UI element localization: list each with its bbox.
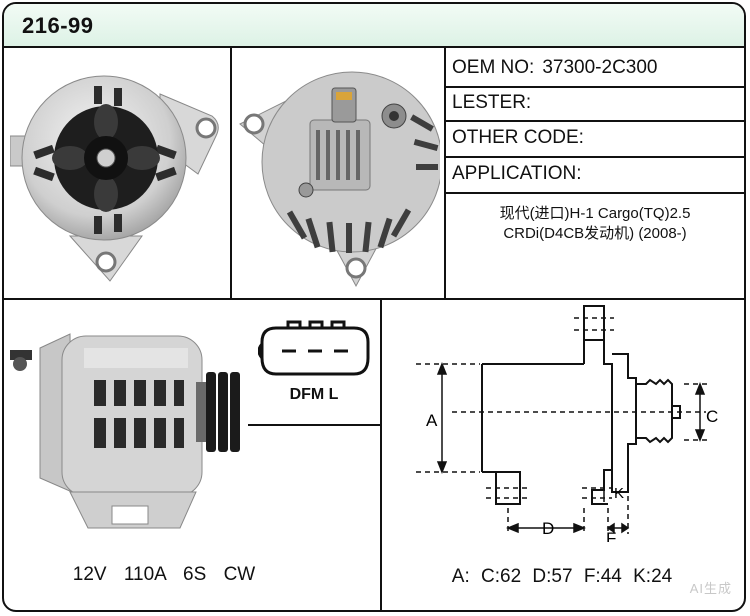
connector-box: DFM L: [248, 300, 382, 426]
lester-field: LESTER:: [452, 92, 539, 114]
dim-label-f: F: [606, 529, 616, 542]
application-label: APPLICATION:: [452, 163, 582, 184]
other-code-field: OTHER CODE:: [452, 127, 592, 149]
dim-label-k: K: [614, 485, 624, 502]
divider-field-1: [444, 86, 744, 88]
dim-label-d: D: [542, 519, 554, 538]
electrical-specs: 12V 110A 6S CW: [72, 564, 256, 585]
alternator-front-photo: [10, 75, 219, 282]
dimension-values: A: C:62 D:57 F:44 K:24: [451, 566, 673, 587]
part-number: 216-99: [22, 13, 94, 38]
oem-number-value: 37300-2C300: [542, 57, 658, 78]
watermark: AI生成: [689, 581, 732, 596]
dim-label-c: C: [706, 407, 718, 426]
alternator-side-photo: [10, 333, 240, 529]
header-bar: 216-99: [4, 4, 744, 48]
divider-top-vertical-2: [444, 46, 446, 300]
divider-middle-horizontal: [4, 298, 744, 300]
alternator-rear-photo: [239, 71, 440, 288]
divider-top-vertical-1: [230, 46, 232, 300]
other-code-label: OTHER CODE:: [452, 127, 584, 148]
oem-number-field: OEM NO: 37300-2C300: [452, 57, 658, 79]
application-line-1: 现代(进口)H-1 Cargo(TQ)2.5: [499, 205, 691, 222]
dim-label-a: A: [426, 411, 438, 430]
divider-bottom-vertical: [380, 298, 382, 610]
application-text: 现代(进口)H-1 Cargo(TQ)2.5 CRDi(D4CB发动机) (20…: [446, 204, 744, 244]
application-field: APPLICATION:: [452, 163, 590, 185]
connector-label: DFM L: [289, 386, 339, 403]
connector-plug-diagram: [258, 320, 370, 376]
lester-label: LESTER:: [452, 92, 532, 113]
oem-number-label: OEM NO:: [452, 57, 535, 78]
dimension-diagram: A C D F K: [416, 305, 718, 542]
divider-field-2: [444, 120, 744, 122]
application-line-2: CRDi(D4CB发动机) (2008-): [503, 225, 687, 242]
divider-field-4: [444, 192, 744, 194]
divider-field-3: [444, 156, 744, 158]
